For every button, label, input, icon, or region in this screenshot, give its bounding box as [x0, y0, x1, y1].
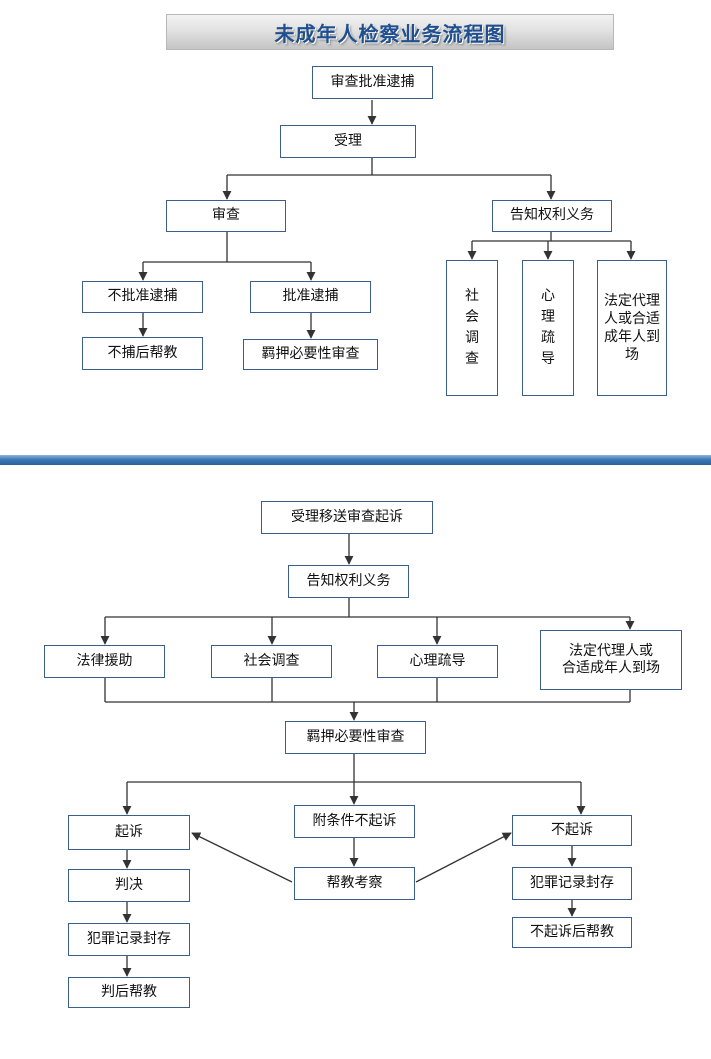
node-shehui-diaocha-bottom: 社会调查: [211, 645, 332, 678]
section-divider: [0, 455, 711, 465]
node-gaozhi-quanli-yiwu-bottom: 告知权利义务: [288, 565, 409, 598]
node-fading-daili-top: 法定代理人或合适成年人到场: [597, 260, 667, 396]
node-shouli-yisong: 受理移送审查起诉: [261, 501, 433, 534]
node-fading-daili-bottom: 法定代理人或 合适成年人到场: [540, 630, 682, 690]
node-xinli-shudao-top: 心理疏导: [522, 260, 574, 396]
node-fu-tiaojian-bu-qisu: 附条件不起诉: [294, 805, 415, 838]
node-bu-qisu-hou-bangjiao: 不起诉后帮教: [512, 917, 632, 948]
node-jiya-biyaoxing-shencha-bottom: 羁押必要性审查: [285, 721, 426, 754]
node-gaozhi-quanli-yiwu-top: 告知权利义务: [492, 200, 612, 232]
node-xinli-shudao-top-label: 心理疏导: [540, 288, 555, 367]
node-shencha-pizhun-daibu: 审查批准逮捕: [312, 66, 433, 99]
node-xinli-shudao-bottom: 心理疏导: [377, 645, 498, 678]
flowchart-title: 未成年人检察业务流程图: [274, 21, 506, 46]
node-bangjiao-kaocha: 帮教考察: [294, 867, 415, 900]
node-fanzui-jilu-fengcun-left: 犯罪记录封存: [68, 923, 190, 956]
arrow-bangjiao-to-qisu: [191, 832, 293, 883]
node-pizhun-daibu: 批准逮捕: [250, 281, 371, 313]
node-bu-qisu: 不起诉: [512, 815, 632, 846]
node-falv-yuanzhu: 法律援助: [44, 645, 165, 678]
node-panhou-bangjiao: 判后帮教: [68, 977, 190, 1008]
arrow-bangjiao-to-bu-qisu: [415, 832, 512, 883]
node-fading-daili-top-label: 法定代理人或合适成年人到场: [604, 292, 660, 364]
title-banner: 未成年人检察业务流程图: [166, 14, 614, 50]
node-jiya-biyaoxing-shencha-top: 羁押必要性审查: [243, 339, 378, 370]
node-fading-daili-bottom-line1: 法定代理人或: [569, 642, 653, 659]
node-shehui-diaocha-top-label: 社会调查: [464, 288, 479, 367]
node-fading-daili-bottom-line2: 合适成年人到场: [562, 660, 660, 676]
node-panjue: 判决: [68, 869, 190, 902]
node-bu-pizhun-daibu: 不批准逮捕: [82, 281, 203, 313]
node-fanzui-jilu-fengcun-right: 犯罪记录封存: [512, 867, 632, 900]
node-shehui-diaocha-top: 社会调查: [446, 260, 498, 396]
node-qisu: 起诉: [68, 815, 190, 850]
node-shouli: 受理: [280, 125, 416, 158]
node-shencha: 审查: [166, 200, 286, 232]
node-bu-bu-hou-bangjiao: 不捕后帮教: [82, 337, 203, 370]
